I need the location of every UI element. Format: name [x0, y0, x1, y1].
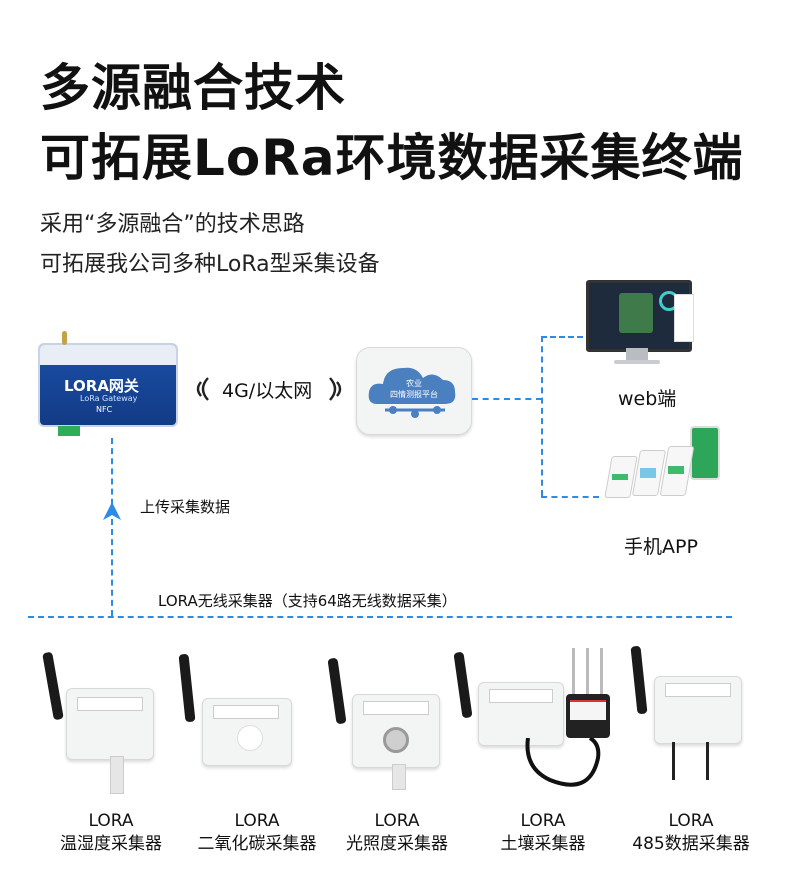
phone-icon — [690, 426, 720, 480]
link-line — [472, 398, 542, 400]
device-label-line2: 土壤采集器 — [500, 834, 586, 854]
soil-probe-head — [566, 694, 610, 738]
device-label-485: LORA 485数据采集器 — [616, 810, 766, 856]
gateway-nfc: NFC — [96, 405, 113, 414]
link-label: 4G/以太网 — [222, 380, 313, 402]
soil-probe-pin — [600, 648, 603, 696]
device-antenna — [42, 651, 64, 721]
device-485 — [654, 676, 742, 744]
web-label: web端 — [618, 388, 677, 410]
device-label-line2: 光照度采集器 — [346, 834, 448, 854]
gateway-device: LORA网关 LoRa Gateway NFC — [38, 343, 178, 427]
device-label-line2: 温湿度采集器 — [60, 834, 162, 854]
device-label-line1: LORA — [88, 811, 134, 831]
device-label-line1: LORA — [520, 811, 566, 831]
wifi-signal-icon — [329, 377, 342, 401]
device-cable — [672, 742, 675, 780]
app-label: 手机APP — [624, 536, 698, 558]
gateway-terminal — [58, 426, 80, 436]
upload-arrow-icon — [103, 502, 121, 520]
device-cable — [706, 742, 709, 780]
device-probe — [392, 764, 406, 790]
device-label-line2: 485数据采集器 — [632, 834, 750, 854]
device-light — [352, 694, 440, 768]
mobile-app — [598, 426, 720, 512]
device-antenna — [453, 651, 473, 719]
gateway-subname: LoRa Gateway — [80, 394, 138, 403]
cloud-icon — [368, 367, 456, 418]
cloud-line1: 农业 — [406, 379, 422, 388]
device-label-line2: 二氧化碳采集器 — [197, 834, 317, 854]
subtitle-line1: 采用“多源融合”的技术思路 — [40, 212, 305, 237]
device-label-co2: LORA 二氧化碳采集器 — [182, 810, 332, 856]
headline-line1: 多源融合技术 — [40, 59, 346, 117]
web-dashboard — [586, 280, 694, 366]
collector-bus-label: LORA无线采集器（支持64路无线数据采集） — [158, 592, 457, 610]
device-label-line1: LORA — [234, 811, 280, 831]
device-co2 — [202, 698, 292, 766]
soil-probe-pin — [586, 648, 589, 696]
upload-line — [111, 438, 113, 616]
subtitle-line2: 可拓展我公司多种LoRa型采集设备 — [40, 252, 380, 277]
device-label-line1: LORA — [668, 811, 714, 831]
cloud-line2: 四情测报平台 — [390, 390, 438, 399]
device-label-line1: LORA — [374, 811, 420, 831]
device-temp-humidity — [66, 688, 154, 760]
wifi-signal-icon — [196, 377, 209, 401]
device-antenna — [630, 645, 648, 715]
device-label-light: LORA 光照度采集器 — [322, 810, 472, 856]
upload-label: 上传采集数据 — [140, 498, 231, 516]
device-soil — [478, 682, 564, 746]
collector-bus-line — [28, 616, 732, 618]
soil-probe-pin — [572, 648, 575, 696]
device-label-temp-humidity: LORA 温湿度采集器 — [36, 810, 186, 856]
cloud-platform: 农业 四情测报平台 — [356, 347, 472, 435]
soil-probe-cable — [525, 738, 601, 787]
headline-line2: 可拓展LoRa环境数据采集终端 — [40, 129, 744, 187]
branch-line — [541, 336, 543, 496]
device-label-soil: LORA 土壤采集器 — [468, 810, 618, 856]
branch-app — [541, 496, 599, 498]
device-antenna — [178, 653, 196, 723]
gateway-antenna — [62, 331, 67, 345]
device-antenna — [327, 657, 347, 725]
gateway-name: LORA网关 — [64, 377, 139, 395]
device-probe — [110, 756, 124, 794]
branch-web — [541, 336, 583, 338]
